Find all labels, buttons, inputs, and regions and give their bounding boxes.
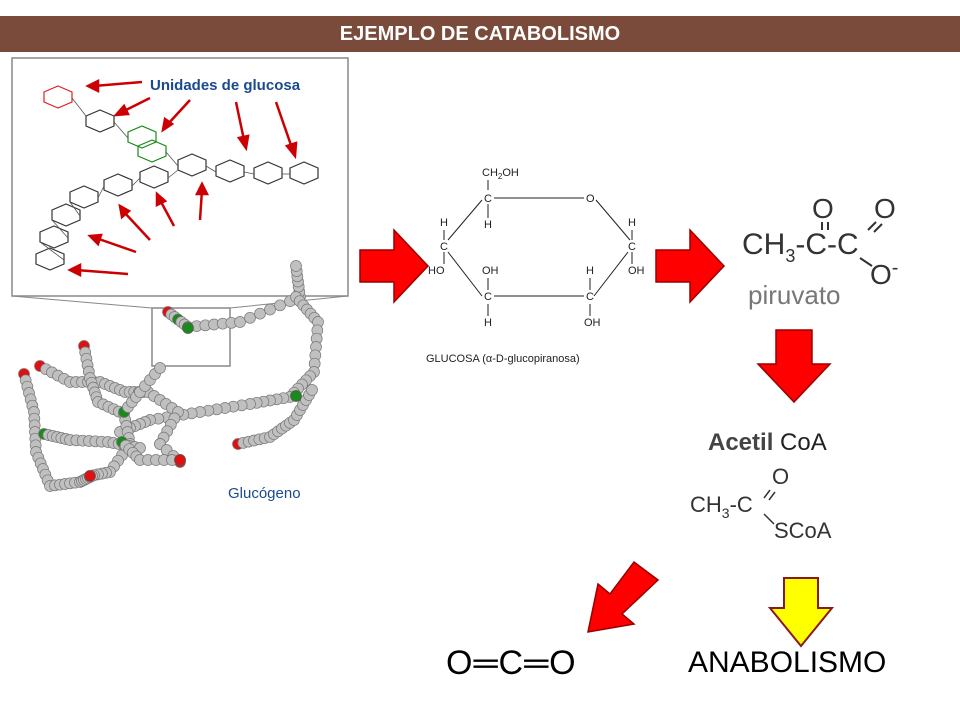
glycogen-bead bbox=[234, 316, 246, 328]
svg-text:C: C bbox=[628, 241, 636, 253]
svg-text:O: O bbox=[874, 193, 896, 224]
arrow-to-co2 bbox=[587, 560, 660, 633]
glucose-units-label: Unidades de glucosa bbox=[150, 77, 301, 94]
arrow-to-anabolism bbox=[768, 577, 834, 648]
pyruvate-label: piruvato bbox=[748, 280, 841, 310]
svg-text:H: H bbox=[484, 219, 492, 231]
glycogen-bead bbox=[274, 299, 286, 312]
glycogen-bead-marker bbox=[182, 322, 194, 334]
svg-text:O: O bbox=[812, 193, 834, 224]
anabolism-label: ANABOLISMO bbox=[688, 646, 887, 679]
glucose-ring-chain bbox=[35, 85, 319, 271]
svg-text:O: O bbox=[772, 464, 789, 489]
svg-text:HO: HO bbox=[428, 265, 445, 277]
page-title-bar: EJEMPLO DE CATABOLISMO bbox=[0, 16, 960, 52]
svg-text:CH3-C: CH3-C bbox=[690, 492, 753, 521]
svg-text:H: H bbox=[484, 317, 492, 329]
svg-text:H: H bbox=[586, 265, 594, 277]
svg-text:OH: OH bbox=[482, 265, 499, 277]
glycogen-bead-marker bbox=[84, 470, 96, 482]
svg-text:H: H bbox=[440, 217, 448, 229]
glycogen-bead bbox=[290, 260, 302, 272]
glycogen-bead bbox=[254, 307, 266, 320]
co2-formula: O═C═O bbox=[446, 644, 577, 682]
svg-text:SCoA: SCoA bbox=[774, 518, 832, 543]
svg-text:OH: OH bbox=[584, 317, 601, 329]
glycogen-bead bbox=[264, 303, 276, 316]
arrow-to-pyruvate bbox=[655, 228, 726, 304]
glycogen-beads bbox=[18, 260, 324, 492]
svg-text:C: C bbox=[484, 291, 492, 303]
svg-text:C: C bbox=[440, 241, 448, 253]
svg-text:Acetil CoA: Acetil CoA bbox=[708, 429, 827, 456]
glycogen-diagram: Unidades de glucosa bbox=[11, 57, 349, 502]
glycogen-bead bbox=[154, 362, 166, 374]
svg-text:O: O bbox=[586, 193, 595, 205]
glycogen-label: Glucógeno bbox=[228, 485, 301, 502]
svg-text:CH3-C-C: CH3-C-C bbox=[742, 228, 859, 266]
page-title: EJEMPLO DE CATABOLISMO bbox=[339, 22, 621, 45]
svg-text:H: H bbox=[628, 217, 636, 229]
arrow-to-acetyl bbox=[756, 329, 832, 404]
svg-text:O-: O- bbox=[870, 257, 898, 290]
acetyl-coa-structure: Acetil CoA CH3-C O SCoA bbox=[690, 429, 832, 543]
glycogen-bead bbox=[244, 311, 256, 324]
glucose-structure: CH2OH C H O H C HO H C OH OH C H H C OH … bbox=[426, 167, 645, 365]
svg-text:OH: OH bbox=[628, 265, 645, 277]
svg-text:CH2OH: CH2OH bbox=[482, 167, 519, 181]
pyruvate-structure: CH3-C-C O O O- piruvato bbox=[742, 193, 898, 310]
glucose-caption: GLUCOSA (α-D-glucopiranosa) bbox=[426, 353, 580, 365]
glycogen-bead-marker bbox=[174, 454, 186, 466]
glycogen-bead-marker bbox=[290, 390, 302, 402]
pointer-arrows bbox=[67, 78, 298, 278]
svg-text:C: C bbox=[586, 291, 594, 303]
svg-text:C: C bbox=[484, 193, 492, 205]
glycogen-bead bbox=[306, 384, 318, 396]
arrow-to-glucose bbox=[359, 228, 430, 304]
